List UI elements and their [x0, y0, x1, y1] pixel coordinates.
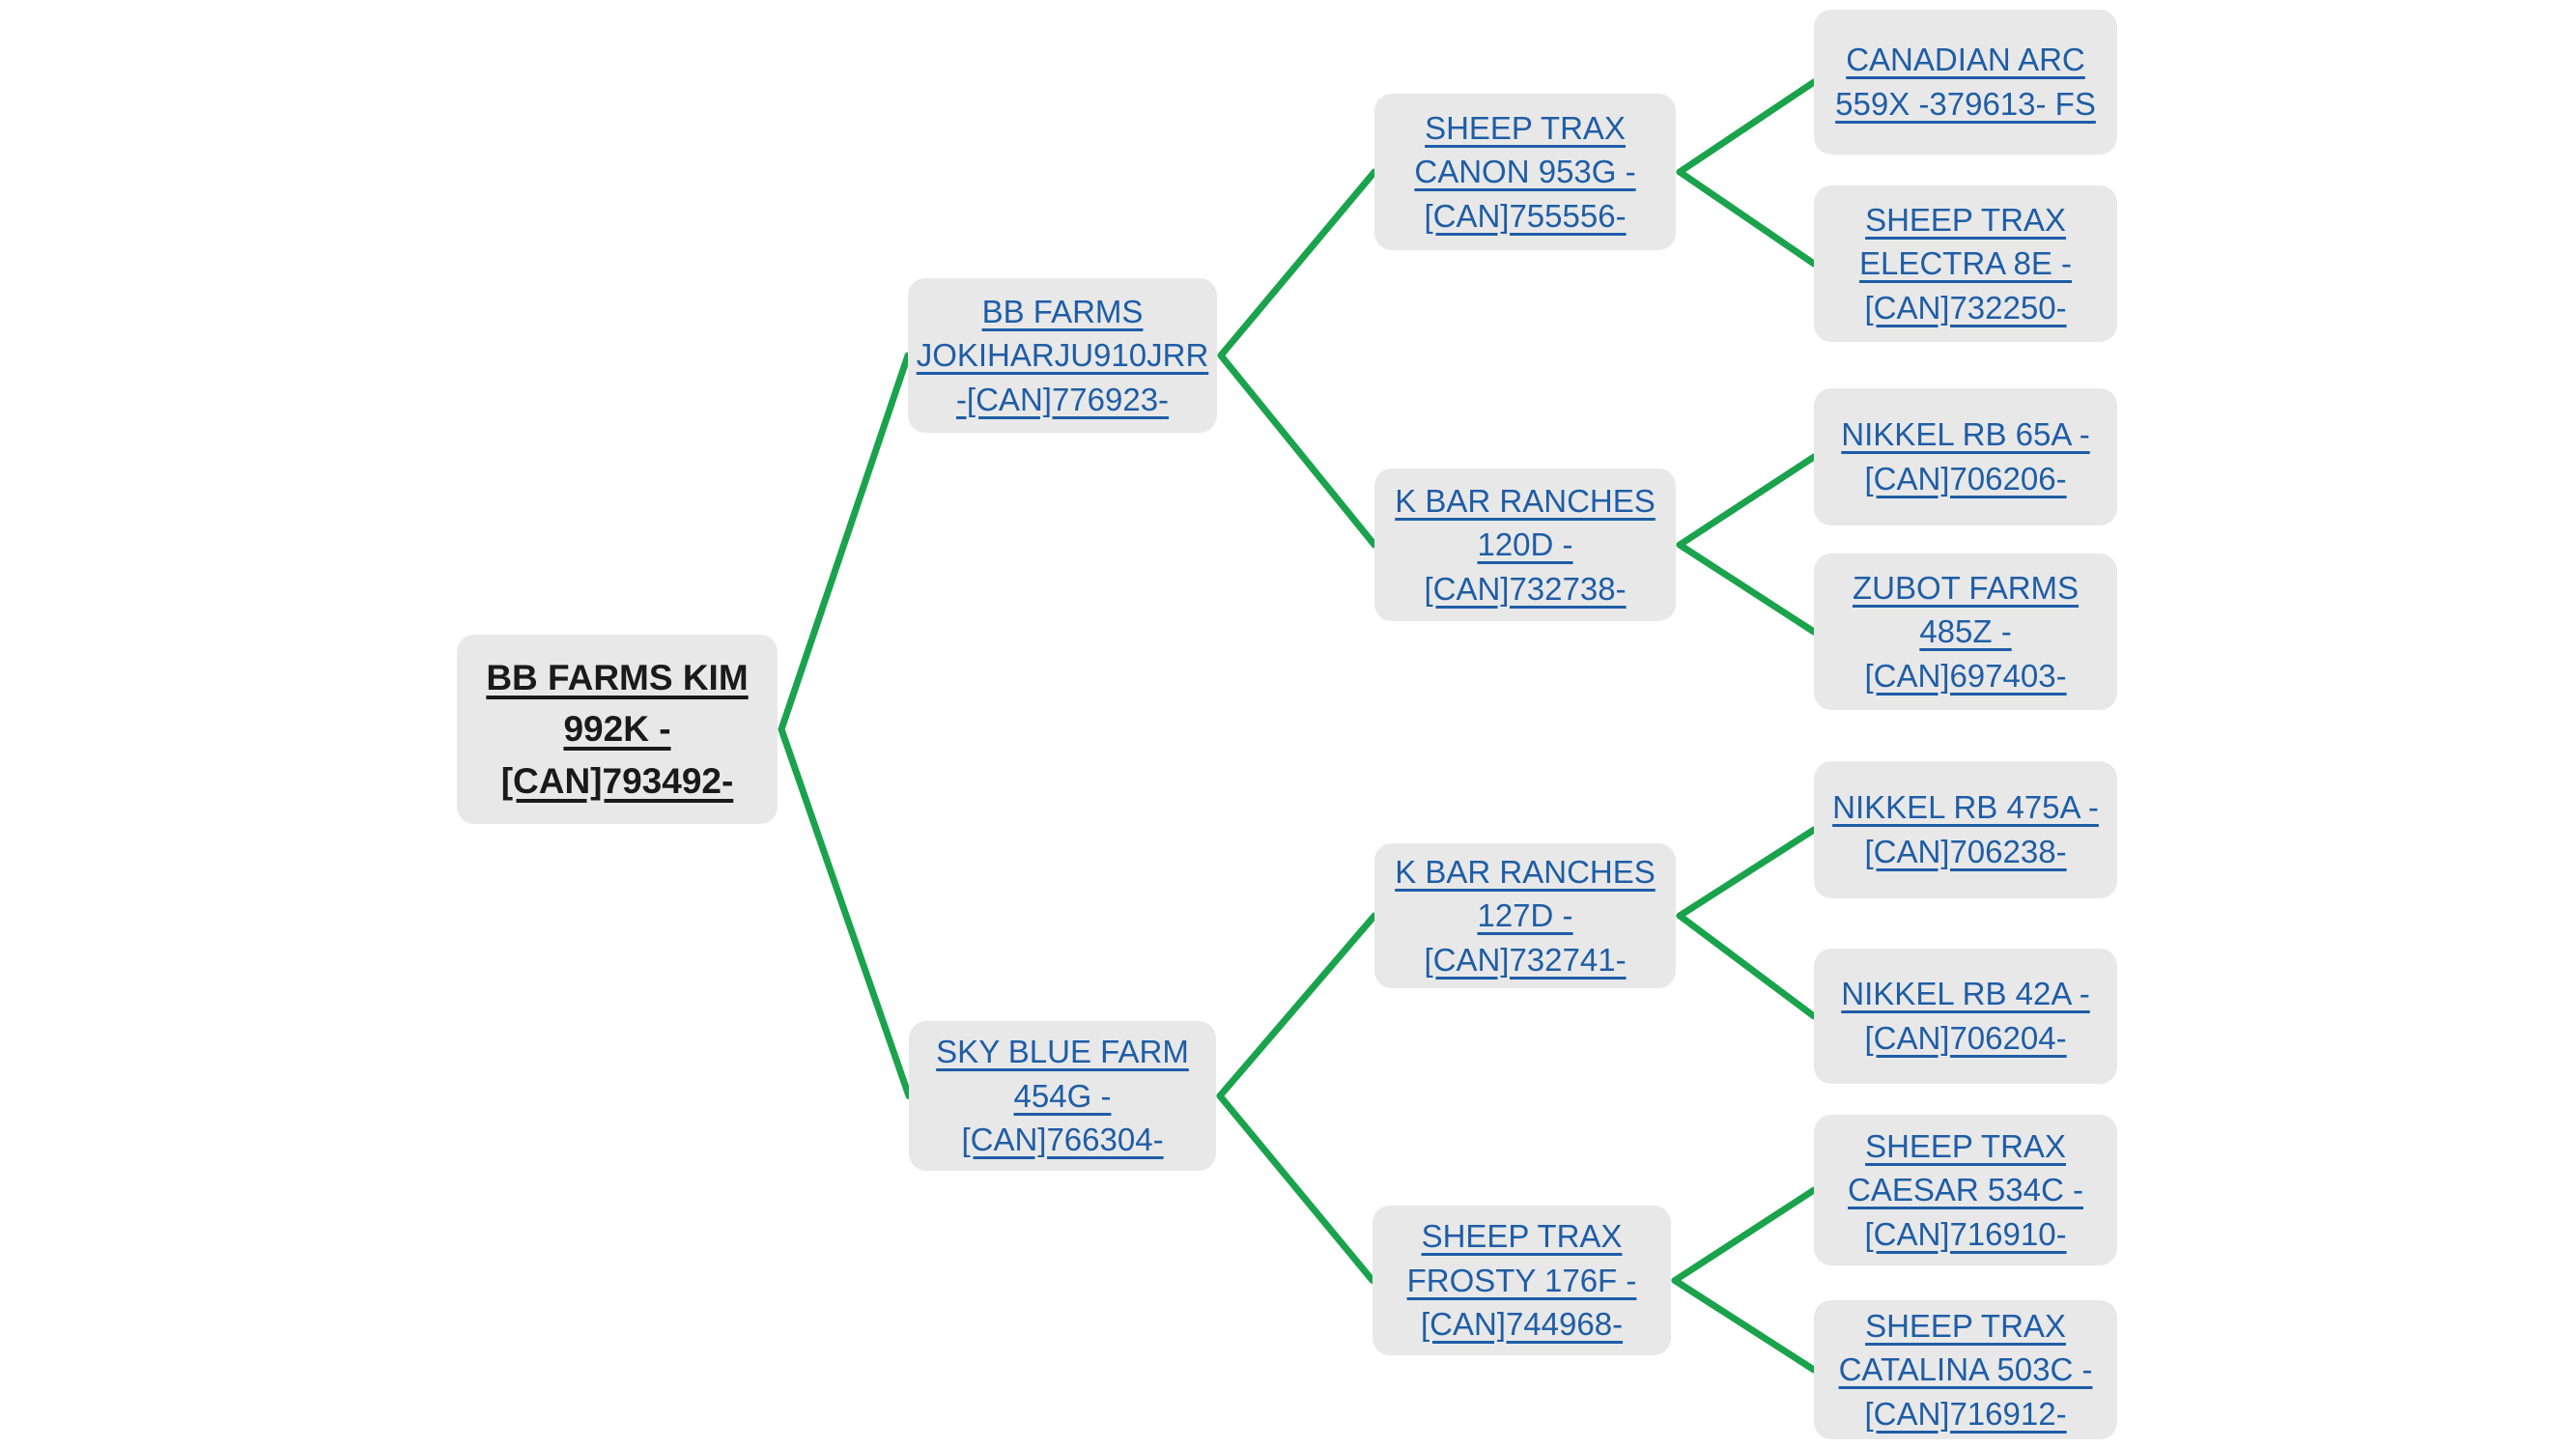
pedigree-node-sire-dam-dam: ZUBOT FARMS 485Z - [CAN]697403-	[1814, 554, 2117, 710]
pedigree-connector	[1671, 1277, 1818, 1374]
animal-link-dam-sire-dam[interactable]: NIKKEL RB 42A - [CAN]706204-	[1841, 976, 2090, 1056]
pedigree-node-sire: BB FARMS JOKIHARJU910JRR -[CAN]776923-	[908, 278, 1217, 433]
pedigree-connector	[1216, 912, 1378, 1099]
pedigree-node-sire-sire-dam: SHEEP TRAX ELECTRA 8E - [CAN]732250-	[1814, 185, 2117, 342]
animal-link-dam-dam[interactable]: SHEEP TRAX FROSTY 176F - [CAN]744968-	[1406, 1218, 1637, 1343]
pedigree-node-sire-sire-sire: CANADIAN ARC 559X -379613- FS	[1814, 10, 2117, 155]
pedigree-connector	[1217, 352, 1378, 549]
pedigree-node-dam: SKY BLUE FARM 454G - [CAN]766304-	[909, 1021, 1216, 1171]
animal-link-sire-dam[interactable]: K BAR RANCHES 120D - [CAN]732738-	[1395, 482, 1656, 607]
animal-link-dam[interactable]: SKY BLUE FARM 454G - [CAN]766304-	[936, 1034, 1189, 1158]
animal-link-sire[interactable]: BB FARMS JOKIHARJU910JRR -[CAN]776923-	[916, 293, 1209, 417]
pedigree-connector	[1217, 168, 1378, 359]
pedigree-connector	[1676, 541, 1818, 636]
pedigree-connector	[1671, 1186, 1818, 1284]
pedigree-connector	[1676, 826, 1818, 920]
pedigree-connector	[1676, 453, 1818, 549]
pedigree-node-sire-dam-sire: NIKKEL RB 65A - [CAN]706206-	[1814, 388, 2117, 526]
pedigree-node-dam-sire-dam: NIKKEL RB 42A - [CAN]706204-	[1814, 949, 2117, 1084]
pedigree-node-dam-dam-dam: SHEEP TRAX CATALINA 503C - [CAN]716912-	[1814, 1300, 2117, 1439]
animal-link-sire-sire-dam[interactable]: SHEEP TRAX ELECTRA 8E - [CAN]732250-	[1858, 201, 2073, 326]
pedigree-connector	[778, 725, 913, 1099]
pedigree-node-dam-sire: K BAR RANCHES 127D - [CAN]732741-	[1374, 843, 1676, 988]
animal-link-sire-sire-sire[interactable]: CANADIAN ARC 559X -379613- FS	[1835, 42, 2096, 122]
pedigree-node-dam-dam-sire: SHEEP TRAX CAESAR 534C - [CAN]716910-	[1814, 1115, 2117, 1265]
animal-link-dam-sire[interactable]: K BAR RANCHES 127D - [CAN]732741-	[1395, 853, 1656, 978]
pedigree-node-dam-sire-sire: NIKKEL RB 475A - [CAN]706238-	[1814, 761, 2117, 898]
animal-link-sire-sire[interactable]: SHEEP TRAX CANON 953G - [CAN]755556-	[1414, 109, 1636, 234]
animal-link-sire-dam-sire[interactable]: NIKKEL RB 65A - [CAN]706206-	[1841, 416, 2090, 497]
pedigree-node-dam-dam: SHEEP TRAX FROSTY 176F - [CAN]744968-	[1373, 1206, 1671, 1355]
animal-link-dam-dam-dam[interactable]: SHEEP TRAX CATALINA 503C - [CAN]716912-	[1838, 1307, 2093, 1432]
pedigree-connector	[1676, 168, 1818, 268]
animal-link-dam-sire-sire[interactable]: NIKKEL RB 475A - [CAN]706238-	[1832, 789, 2099, 869]
pedigree-node-sire-sire: SHEEP TRAX CANON 953G - [CAN]755556-	[1374, 94, 1676, 250]
pedigree-node-root: BB FARMS KIM 992K - [CAN]793492-	[457, 635, 778, 824]
pedigree-connector	[1676, 912, 1818, 1020]
animal-link-dam-dam-sire[interactable]: SHEEP TRAX CAESAR 534C - [CAN]716910-	[1848, 1127, 2083, 1252]
pedigree-node-sire-dam: K BAR RANCHES 120D - [CAN]732738-	[1374, 469, 1676, 621]
pedigree-connector	[778, 352, 912, 733]
pedigree-connector	[1676, 78, 1818, 176]
pedigree-connector	[1216, 1093, 1376, 1284]
animal-link-sire-dam-dam[interactable]: ZUBOT FARMS 485Z - [CAN]697403-	[1852, 569, 2080, 694]
animal-link-root[interactable]: BB FARMS KIM 992K - [CAN]793492-	[486, 657, 749, 801]
